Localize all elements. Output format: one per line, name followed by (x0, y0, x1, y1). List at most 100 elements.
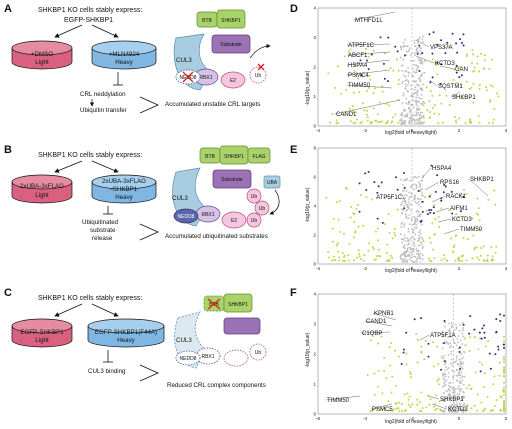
f-point (405, 331, 408, 334)
e-point (448, 209, 451, 212)
f-point (388, 346, 391, 349)
e-point (341, 252, 344, 255)
e-point (372, 247, 375, 250)
e-point (403, 194, 406, 197)
f-point (458, 380, 461, 383)
d-point (410, 110, 412, 113)
dish-light-c-line2: Light (35, 337, 49, 344)
e-point (440, 259, 443, 262)
f-point (452, 346, 455, 348)
f-point (403, 409, 406, 412)
e-point (451, 212, 454, 215)
d-point (334, 86, 337, 89)
e-point (460, 255, 463, 258)
d-point (343, 113, 346, 116)
d-point (418, 114, 420, 116)
f-point (460, 387, 462, 390)
e-point (421, 194, 424, 197)
f-point (400, 409, 403, 412)
complex-a-shkbp1: SHKBP1 (221, 18, 241, 24)
d-point (381, 85, 384, 88)
f-point (445, 397, 448, 400)
d-point (416, 94, 419, 97)
f-point (470, 387, 473, 390)
d-point (405, 53, 408, 56)
f-point (449, 330, 452, 333)
f-point (448, 394, 450, 397)
f-point (416, 361, 419, 364)
f-point (459, 399, 462, 402)
f-point (469, 336, 472, 339)
d-point (416, 47, 419, 50)
d-gene-label: TIMM50 (348, 83, 371, 89)
f-point (462, 335, 465, 338)
e-xtick: 4 (505, 266, 508, 271)
f-point (451, 364, 454, 367)
e-point (347, 254, 350, 257)
e-point (401, 221, 404, 224)
d-point (417, 42, 420, 44)
e-point (495, 245, 498, 248)
e-point (419, 260, 422, 263)
d-point (418, 84, 420, 87)
e-point (433, 257, 436, 260)
e-point (462, 188, 465, 191)
f-point (503, 393, 505, 396)
e-point (407, 203, 410, 206)
e-point (416, 257, 419, 260)
e-point (444, 185, 447, 188)
f-xtick: -6 (316, 416, 320, 421)
e-label-leader (468, 178, 489, 197)
d-xtick: 0 (411, 128, 414, 133)
d-point (399, 119, 402, 122)
e-point (419, 232, 422, 235)
d-point (404, 120, 407, 122)
e-point (443, 183, 446, 186)
panel-b-flow-1: Ubiquitinated (82, 219, 119, 226)
f-point (442, 399, 444, 402)
d-point (422, 35, 424, 38)
e-point (332, 255, 335, 258)
d-point (413, 120, 416, 123)
f-point (445, 340, 448, 343)
d-point (355, 111, 358, 114)
e-point (408, 246, 411, 249)
d-point (460, 41, 463, 44)
f-point (421, 407, 424, 410)
d-point (425, 86, 428, 89)
d-point (367, 68, 370, 71)
d-point (436, 73, 439, 76)
d-point (401, 121, 404, 124)
dish-light-c-line1: EGFP-SHKBP1 (20, 329, 64, 336)
e-point (383, 223, 386, 226)
f-point (457, 409, 460, 412)
e-point (450, 190, 453, 193)
e-ytick: 4 (313, 204, 316, 209)
f-point (460, 358, 463, 360)
e-point (371, 198, 374, 201)
d-point (408, 106, 411, 109)
f-ytick: 3 (313, 322, 316, 327)
d-point (404, 70, 407, 73)
d-label-leader (346, 69, 391, 76)
f-point (377, 342, 380, 345)
e-point (405, 177, 408, 180)
d-point (437, 121, 440, 124)
f-point (456, 368, 458, 371)
d-ytick: 3 (313, 35, 316, 40)
f-point (443, 410, 446, 413)
d-point (406, 83, 409, 86)
d-point (448, 104, 451, 107)
f-point (458, 402, 461, 405)
d-point (416, 111, 419, 114)
e-point (406, 255, 409, 257)
e-point (413, 198, 416, 201)
f-point (479, 337, 482, 340)
d-point (416, 66, 419, 69)
d-point (391, 120, 394, 123)
d-gene-label: KCTD3 (435, 61, 455, 67)
e-point (381, 221, 384, 224)
f-point (450, 404, 453, 406)
d-point (422, 100, 425, 103)
panel-a-header-1: SHKBP1 KO cells stably express: (38, 7, 142, 14)
